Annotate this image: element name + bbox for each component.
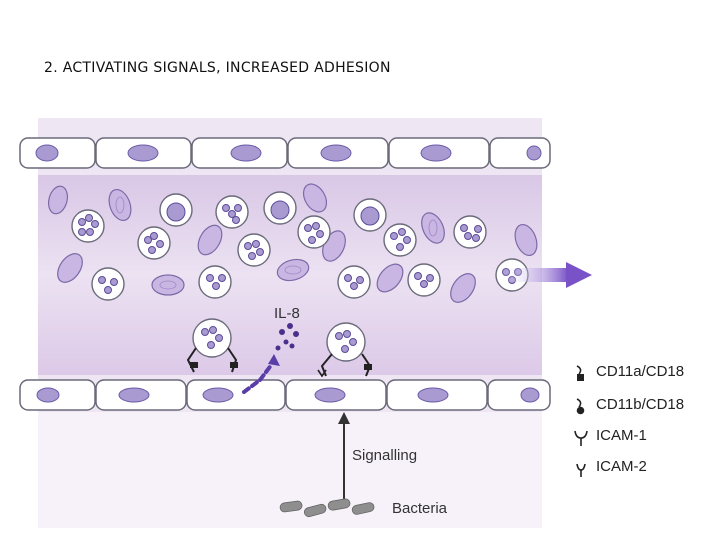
slide-title: 2. ACTIVATING SIGNALS, INCREASED ADHESIO…: [44, 60, 391, 76]
leukocyte: [137, 226, 171, 260]
legend-label: CD11a/CD18: [596, 363, 685, 380]
leukocyte: [353, 198, 387, 232]
leukocyte: [215, 195, 249, 229]
bacteria-label: Bacteria: [392, 500, 448, 517]
leukocyte: [383, 223, 417, 257]
il8-signal-arrow: [242, 354, 280, 394]
leukocyte: [337, 265, 371, 299]
leukocyte: [297, 215, 331, 249]
signalling-label: Signalling: [352, 447, 417, 464]
lower-endothelium: [19, 379, 551, 411]
il8-label: IL-8: [274, 305, 300, 322]
leukocyte: [198, 265, 232, 299]
upper-endothelium: [19, 137, 551, 169]
legend-label: ICAM-1: [596, 427, 647, 444]
red-blood-cells: [47, 183, 538, 303]
fork-receptor-icon: [574, 430, 588, 446]
leukocyte: [453, 215, 487, 249]
rbc-centers: [115, 196, 438, 290]
signalling-arrow: [338, 412, 350, 502]
bacteria: [279, 498, 375, 518]
leukocyte: [263, 191, 297, 225]
fork-receptor-small-icon: [576, 463, 586, 477]
direction-arrow: [500, 262, 592, 288]
integrin-hook-icon: [576, 365, 584, 381]
leukocyte: [91, 267, 125, 301]
leukocyte: [407, 263, 441, 297]
leukocytes: [71, 191, 529, 301]
leukocyte: [159, 193, 193, 227]
leukocyte: [71, 209, 105, 243]
adhering-leukocyte-right: [317, 322, 372, 378]
il8-molecules: [275, 323, 299, 351]
adhering-leukocyte-left: [186, 318, 238, 373]
leukocyte: [237, 233, 271, 267]
legend-label: CD11b/CD18: [596, 396, 685, 413]
integrin-hook-round-icon: [576, 398, 585, 415]
legend-label: ICAM-2: [596, 458, 647, 475]
